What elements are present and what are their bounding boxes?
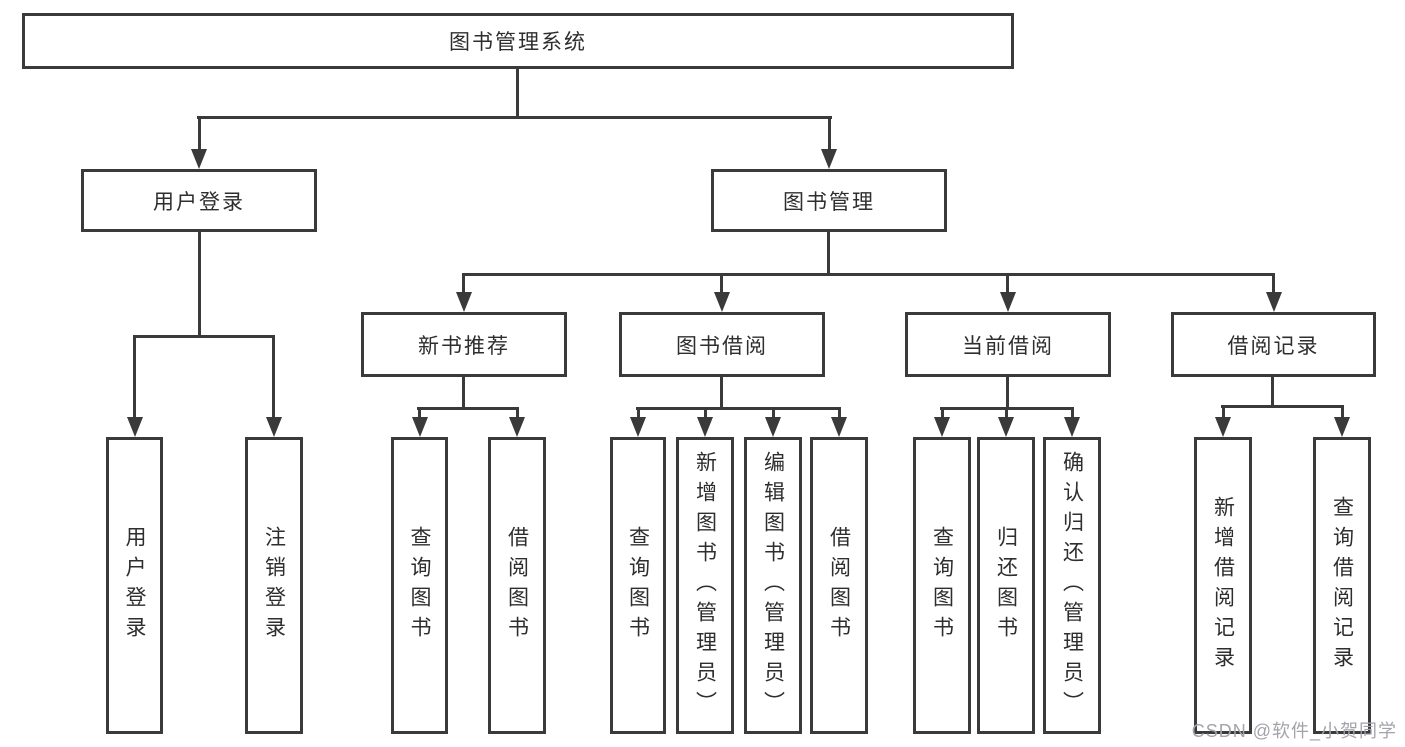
connector-vertical-line: [720, 377, 723, 409]
arrow-down-icon: [1266, 292, 1282, 312]
node-label: 借阅图书: [505, 525, 529, 646]
node-label: 借阅记录: [1227, 334, 1320, 358]
arrow-down-icon: [1064, 417, 1080, 437]
node-label: 用户登录: [153, 190, 245, 214]
arrow-down-icon: [456, 292, 472, 312]
leaf-query-books-current: 查询图书: [913, 437, 971, 734]
arrow-down-icon: [266, 417, 282, 437]
connector-vertical-line: [516, 407, 519, 419]
connector-vertical-line: [1006, 377, 1009, 409]
connector-vertical-line: [1006, 273, 1009, 297]
connector-vertical-line: [720, 273, 723, 297]
node-label: 新书推荐: [418, 334, 510, 358]
connector-vertical-line: [1271, 377, 1274, 407]
connector-vertical-line: [1341, 405, 1344, 419]
leaf-borrow-books: 借阅图书: [810, 437, 868, 734]
connector-horizontal-line: [417, 407, 519, 410]
node-label: 编辑图书（管理员）: [761, 450, 785, 721]
leaf-query-books-recommend: 查询图书: [391, 437, 448, 734]
connector-vertical-line: [637, 407, 640, 419]
connector-vertical-line: [198, 232, 201, 337]
leaf-borrow-books-recommend: 借阅图书: [488, 437, 546, 734]
arrow-down-icon: [191, 149, 207, 169]
leaf-logout: 注销登录: [245, 437, 303, 734]
leaf-return-book: 归还图书: [977, 437, 1035, 734]
connector-horizontal-line: [197, 116, 832, 119]
arrow-down-icon: [765, 417, 781, 437]
connector-vertical-line: [462, 377, 465, 409]
leaf-add-book-admin: 新增图书（管理员）: [676, 437, 734, 734]
leaf-confirm-return-admin: 确认归还（管理员）: [1043, 437, 1101, 734]
node-label: 图书借阅: [676, 334, 768, 358]
leaf-user-login: 用户登录: [106, 437, 163, 734]
connector-vertical-line: [418, 407, 421, 419]
arrow-down-icon: [998, 417, 1014, 437]
node-label: 查询图书: [930, 525, 954, 646]
node-label: 图书管理: [783, 190, 875, 214]
connector-vertical-line: [704, 407, 707, 419]
connector-vertical-line: [516, 69, 519, 118]
connector-horizontal-line: [133, 335, 275, 338]
node-user-login: 用户登录: [81, 169, 317, 232]
node-book-management: 图书管理: [711, 169, 947, 232]
arrow-down-icon: [1334, 417, 1350, 437]
node-book-borrowing: 图书借阅: [619, 312, 825, 377]
connector-vertical-line: [272, 335, 275, 420]
connector-vertical-line: [1272, 273, 1275, 297]
arrow-down-icon: [1215, 417, 1231, 437]
connector-vertical-line: [941, 407, 944, 419]
arrow-down-icon: [831, 417, 847, 437]
node-label: 借阅图书: [827, 525, 851, 646]
node-label: 新增借阅记录: [1211, 495, 1235, 676]
connector-horizontal-line: [1221, 405, 1344, 408]
connector-vertical-line: [828, 116, 831, 154]
node-label: 用户登录: [123, 525, 147, 646]
arrow-down-icon: [934, 417, 950, 437]
arrow-down-icon: [127, 417, 143, 437]
arrow-down-icon: [714, 292, 730, 312]
connector-vertical-line: [1005, 407, 1008, 419]
arrow-down-icon: [821, 149, 837, 169]
connector-horizontal-line: [462, 273, 1275, 276]
node-library-management-system: 图书管理系统: [22, 13, 1014, 69]
node-label: 当前借阅: [962, 334, 1054, 358]
connector-vertical-line: [772, 407, 775, 419]
node-label: 归还图书: [994, 525, 1018, 646]
leaf-add-borrow-record: 新增借阅记录: [1194, 437, 1252, 734]
leaf-query-books-borrow: 查询图书: [610, 437, 666, 734]
node-label: 新增图书（管理员）: [693, 450, 717, 721]
connector-vertical-line: [198, 116, 201, 154]
node-label: 查询借阅记录: [1330, 495, 1354, 676]
connector-vertical-line: [1222, 405, 1225, 419]
arrow-down-icon: [630, 417, 646, 437]
connector-vertical-line: [133, 335, 136, 420]
connector-horizontal-line: [636, 407, 841, 410]
node-label: 图书管理系统: [449, 31, 587, 54]
arrow-down-icon: [697, 417, 713, 437]
connector-vertical-line: [1071, 407, 1074, 419]
connector-vertical-line: [838, 407, 841, 419]
leaf-edit-book-admin: 编辑图书（管理员）: [744, 437, 802, 734]
connector-vertical-line: [827, 232, 830, 275]
node-label: 确认归还（管理员）: [1060, 450, 1084, 721]
arrow-down-icon: [412, 417, 428, 437]
leaf-query-borrow-record: 查询借阅记录: [1313, 437, 1371, 734]
watermark-text: CSDN @软件_小贺同学: [1191, 721, 1397, 741]
node-borrowing-records: 借阅记录: [1171, 312, 1376, 377]
arrow-down-icon: [1000, 292, 1016, 312]
node-new-book-recommend: 新书推荐: [361, 312, 567, 377]
node-label: 查询图书: [408, 525, 432, 646]
node-label: 查询图书: [626, 525, 650, 646]
arrow-down-icon: [509, 417, 525, 437]
node-label: 注销登录: [262, 525, 286, 646]
node-current-borrowing: 当前借阅: [905, 312, 1111, 377]
connector-vertical-line: [462, 273, 465, 297]
